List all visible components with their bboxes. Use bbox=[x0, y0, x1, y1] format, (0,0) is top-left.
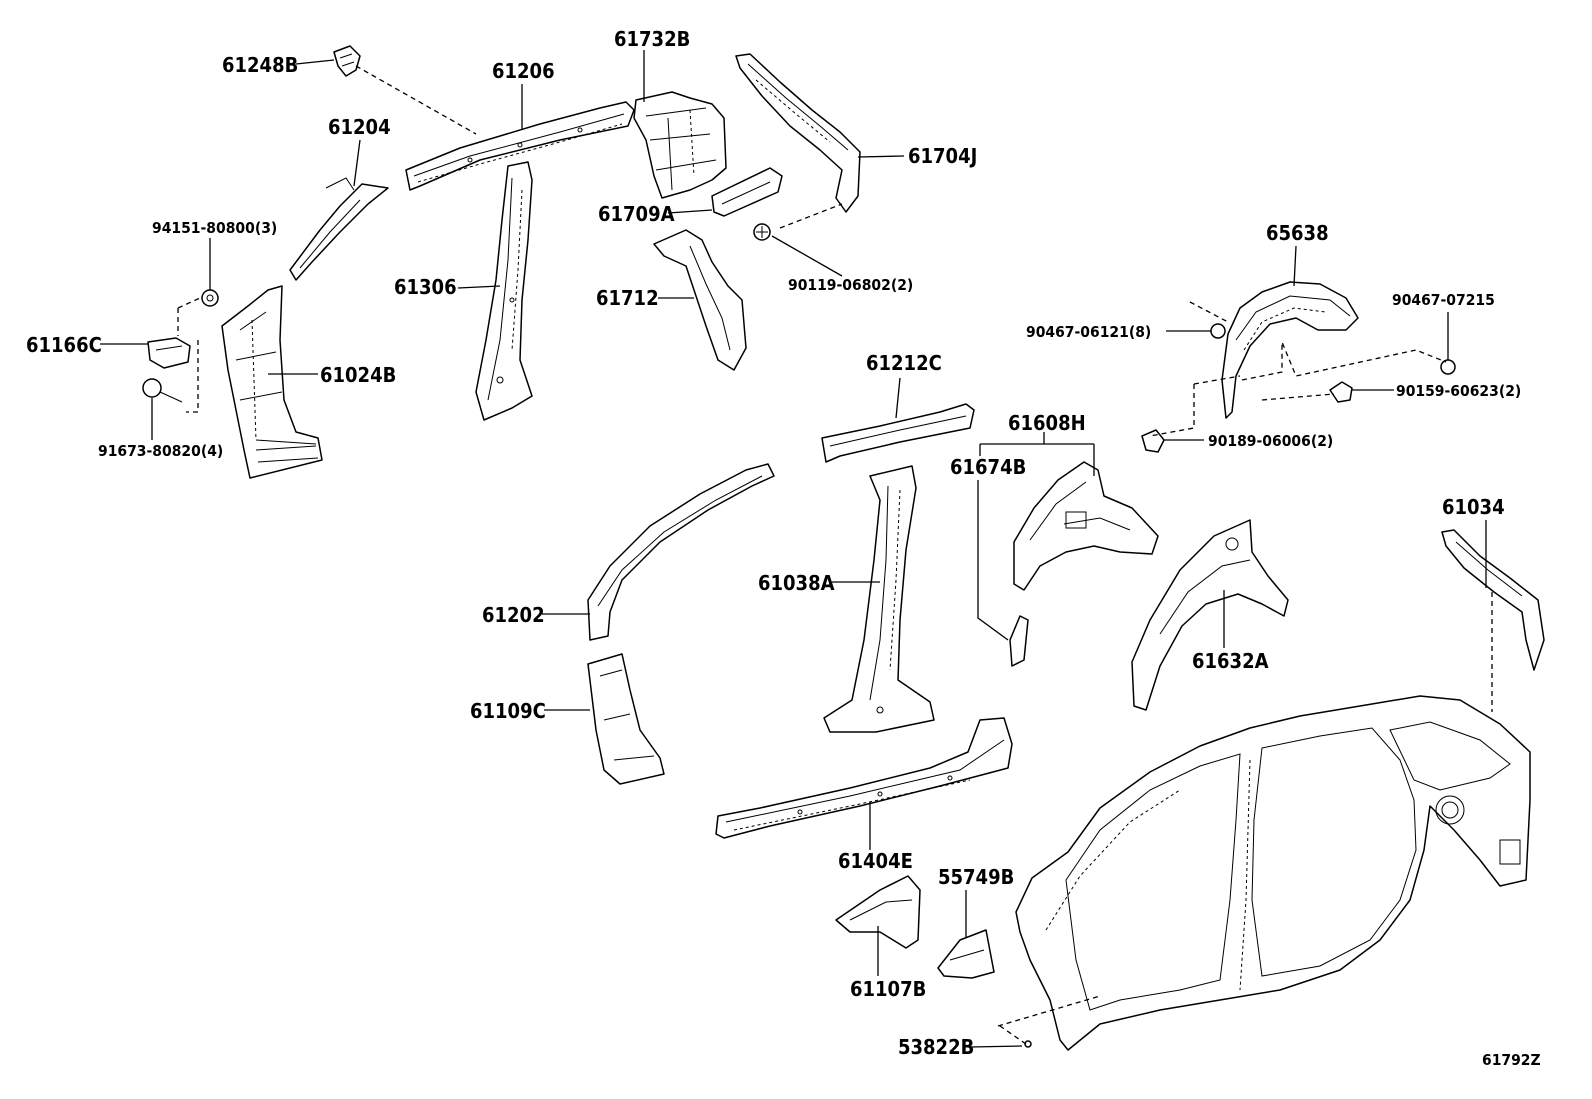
label-90159-60623[interactable]: 90159-60623(2) bbox=[1396, 382, 1521, 400]
label-61632A[interactable]: 61632A bbox=[1192, 649, 1269, 673]
part-61109C-drawing bbox=[587, 653, 665, 785]
part-side-body-outer-drawing bbox=[1015, 695, 1531, 1051]
part-61404E-drawing bbox=[715, 717, 1013, 839]
label-61732B[interactable]: 61732B bbox=[614, 27, 690, 51]
part-61709A-drawing bbox=[711, 167, 783, 217]
label-61712[interactable]: 61712 bbox=[596, 286, 659, 310]
part-61034-drawing bbox=[1441, 529, 1545, 671]
label-55749B[interactable]: 55749B bbox=[938, 865, 1014, 889]
label-61608H[interactable]: 61608H bbox=[1008, 411, 1086, 435]
part-94151-drawing bbox=[201, 289, 219, 307]
label-61038A[interactable]: 61038A bbox=[758, 571, 835, 595]
part-61608H-drawing bbox=[1013, 461, 1159, 591]
label-94151-80800[interactable]: 94151-80800(3) bbox=[152, 219, 277, 237]
part-61206-drawing bbox=[405, 101, 635, 191]
part-90119-drawing bbox=[753, 223, 771, 241]
part-90189-drawing bbox=[1141, 429, 1165, 453]
part-90159-drawing bbox=[1329, 381, 1353, 403]
label-61166C[interactable]: 61166C bbox=[26, 333, 102, 357]
part-labels: 61248B 61206 61732B 61204 61704J 94151-8… bbox=[26, 27, 1541, 1069]
label-90467-06121[interactable]: 90467-06121(8) bbox=[1026, 323, 1151, 341]
label-91673-80820[interactable]: 91673-80820(4) bbox=[98, 442, 223, 460]
part-61038A-drawing bbox=[823, 465, 935, 733]
label-61674B[interactable]: 61674B bbox=[950, 455, 1026, 479]
part-61212C-drawing bbox=[821, 403, 975, 463]
part-61107B-drawing bbox=[835, 875, 921, 949]
part-90467-07215-drawing bbox=[1440, 359, 1456, 375]
part-65638-drawing bbox=[1221, 281, 1359, 419]
part-61202-drawing bbox=[587, 463, 775, 641]
label-61212C[interactable]: 61212C bbox=[866, 351, 942, 375]
part-61732B-drawing bbox=[633, 91, 727, 199]
label-61248B[interactable]: 61248B bbox=[222, 53, 298, 77]
label-61404E[interactable]: 61404E bbox=[838, 849, 913, 873]
label-61107B[interactable]: 61107B bbox=[850, 977, 926, 1001]
part-55749B-drawing bbox=[937, 929, 995, 979]
part-61204-drawing bbox=[289, 177, 389, 281]
label-61206[interactable]: 61206 bbox=[492, 59, 555, 83]
label-61709A[interactable]: 61709A bbox=[598, 202, 675, 226]
part-61704J-drawing bbox=[735, 53, 861, 213]
part-61306-drawing bbox=[475, 161, 533, 421]
part-61712-drawing bbox=[653, 229, 747, 371]
part-91673-drawing bbox=[142, 378, 183, 403]
label-61204[interactable]: 61204 bbox=[328, 115, 391, 139]
part-61674B-drawing bbox=[1009, 615, 1029, 667]
leader-lines bbox=[100, 50, 1493, 1048]
label-90119-06802[interactable]: 90119-06802(2) bbox=[788, 276, 913, 294]
label-90189-06006[interactable]: 90189-06006(2) bbox=[1208, 432, 1333, 450]
figure-code: 61792Z bbox=[1482, 1051, 1541, 1069]
label-61704J[interactable]: 61704J bbox=[908, 144, 977, 168]
label-53822B[interactable]: 53822B bbox=[898, 1035, 974, 1059]
label-61202[interactable]: 61202 bbox=[482, 603, 545, 627]
part-61166C-drawing bbox=[147, 337, 191, 369]
label-90467-07215[interactable]: 90467-07215 bbox=[1392, 291, 1495, 309]
label-65638[interactable]: 65638 bbox=[1266, 221, 1329, 245]
part-61632A-drawing bbox=[1131, 519, 1289, 711]
label-61109C[interactable]: 61109C bbox=[470, 699, 546, 723]
label-61306[interactable]: 61306 bbox=[394, 275, 457, 299]
label-61034[interactable]: 61034 bbox=[1442, 495, 1505, 519]
part-90467-06121-drawing bbox=[1210, 323, 1226, 339]
label-61024B[interactable]: 61024B bbox=[320, 363, 396, 387]
part-61248B-drawing bbox=[333, 45, 361, 77]
part-61024B-drawing bbox=[221, 285, 323, 479]
